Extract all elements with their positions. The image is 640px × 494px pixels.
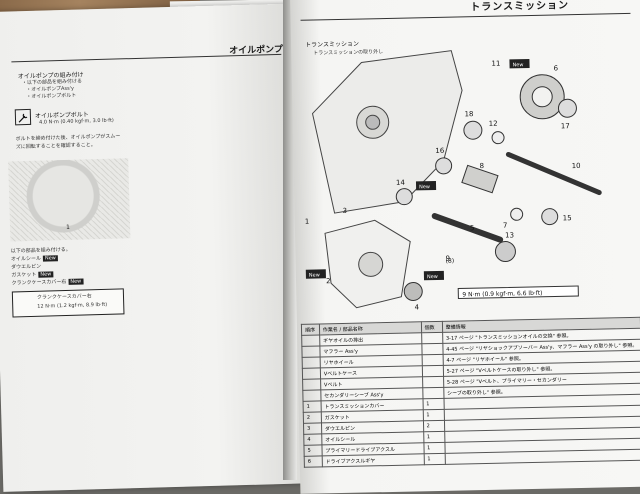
svg-text:New: New [427, 274, 438, 280]
new-badge: New [38, 271, 54, 278]
bearing-15 [541, 208, 559, 226]
callout-16: 16 [435, 147, 445, 155]
note-line-2: ズに回転することを確認すること。 [15, 142, 96, 151]
transmission-exploded-diagram: 1 2 3 4 5 6 7 8 9 10 11 12 13 14 15 16 1… [305, 50, 602, 311]
shaft-10 [505, 151, 602, 196]
table-cell-no [301, 334, 320, 347]
new-badge-2: New [305, 269, 326, 279]
table-cell-no: 1 [303, 400, 322, 413]
table-cell-no [302, 356, 321, 369]
callout-5: 5 [470, 224, 475, 232]
torque-value: 4.0 N·m (0.40 kgf·m, 3.0 lb·ft) [39, 117, 114, 126]
assembly-header: 以下の部品を組み付ける。 [10, 246, 71, 255]
callout-2: 2 [326, 277, 331, 285]
callout-6: 6 [554, 64, 559, 72]
callout-3: 3 [342, 207, 347, 215]
callout-12: 12 [489, 120, 498, 128]
bearing-14 [395, 188, 413, 206]
table-cell-no [301, 345, 320, 358]
table-cell-qty: 1 [422, 398, 444, 410]
bearing-18 [463, 120, 483, 140]
callout-14: 14 [396, 179, 406, 187]
washer-12 [491, 131, 505, 145]
callout-8: 8 [480, 162, 485, 170]
part-label: クランクケースカバー右 [11, 278, 67, 287]
shaft-5 [431, 213, 504, 243]
callout-13: 13 [505, 231, 514, 239]
callout-1: 1 [305, 218, 310, 226]
new-badge-4: New [423, 270, 445, 281]
callout-9: 9 [445, 255, 450, 263]
left-page: オイルポンプ オイルポンプの組み付け ・以下の部品を組み付ける ・オイルポンプA… [0, 3, 314, 492]
cover-torque-value: 12 N·m (1.2 kgf·m, 8.9 lb·ft) [37, 301, 108, 310]
oil-seal-4 [403, 281, 423, 301]
cover-torque-label: クランクケースカバー右 [36, 293, 92, 301]
washer-7 [510, 207, 524, 221]
table-cell-qty [422, 376, 444, 388]
table-cell-no: 3 [303, 422, 322, 435]
table-cell-no: 5 [303, 444, 323, 457]
col-header-order: 順序 [301, 323, 320, 336]
table-cell-qty [421, 343, 443, 355]
table-cell-no: 2 [303, 411, 322, 424]
table-cell-name: ドライブアクスルギヤ [322, 453, 424, 467]
bearing-16 [435, 157, 453, 175]
cover-torque-box: クランクケースカバー右 12 N·m (1.2 kgf·m, 8.9 lb·ft… [11, 288, 125, 318]
table-cell-qty [421, 354, 444, 366]
gear-8 [461, 164, 499, 194]
bearing-17 [557, 98, 577, 118]
table-cell-no: 4 [303, 433, 322, 446]
new-badge-14: New [415, 180, 437, 191]
wrench-icon [14, 108, 32, 126]
new-badge: New [42, 255, 58, 262]
table-cell-qty: 1 [423, 431, 445, 443]
callout-18: 18 [464, 110, 473, 118]
step-line-4: ・オイルポンプボルト [26, 92, 77, 101]
torque-main: 9 N·m (0.9 kgf·m, 6.6 lb·ft) [462, 290, 542, 299]
callout-11: 11 [491, 60, 500, 68]
table-cell-qty: 1 [422, 409, 445, 421]
table-cell-qty: 1 [423, 453, 446, 465]
note-line-1: ボルトを締め付けた後、オイルポンプがスムー [15, 133, 121, 143]
table-cell-qty [422, 387, 444, 399]
table-cell-qty: 2 [423, 420, 445, 432]
svg-text:New: New [419, 184, 430, 190]
table-cell-qty [421, 365, 444, 377]
right-page: トランスミッション トランスミッション トランスミッションの取り外し [290, 0, 640, 494]
new-badge-11: New [509, 59, 530, 69]
bearing-inner [365, 114, 381, 130]
part-dowel-pin: ダウエルピン [11, 263, 41, 271]
svg-text:New: New [309, 272, 320, 278]
callout-7: 7 [503, 221, 508, 229]
table-cell-no [302, 367, 321, 380]
gear-6 [519, 74, 565, 120]
col-header-qty: 個数 [420, 321, 443, 333]
crankcase-outline [311, 50, 463, 214]
callout-4: 4 [415, 303, 420, 311]
header-rule [11, 53, 282, 63]
table-cell-no: 6 [304, 455, 323, 468]
torque-ref: (8) [446, 258, 455, 265]
part-label: ガスケット [11, 271, 37, 279]
diagram-callout: 1 [65, 223, 70, 231]
callout-17: 17 [561, 122, 570, 130]
part-label: ダウエルピン [11, 263, 42, 271]
callout-15: 15 [563, 214, 572, 222]
table-cell-qty [421, 332, 443, 344]
svg-text:New: New [512, 62, 523, 68]
table-cell-no [302, 378, 321, 391]
table-cell-no [302, 389, 321, 402]
table-cell-qty: 1 [423, 442, 445, 454]
callout-10: 10 [572, 162, 581, 170]
torque-main-box [457, 285, 579, 300]
part-label: オイルシール [10, 255, 42, 263]
cover-bore [358, 251, 384, 277]
bearing-13 [494, 241, 516, 263]
new-badge: New [68, 278, 84, 285]
